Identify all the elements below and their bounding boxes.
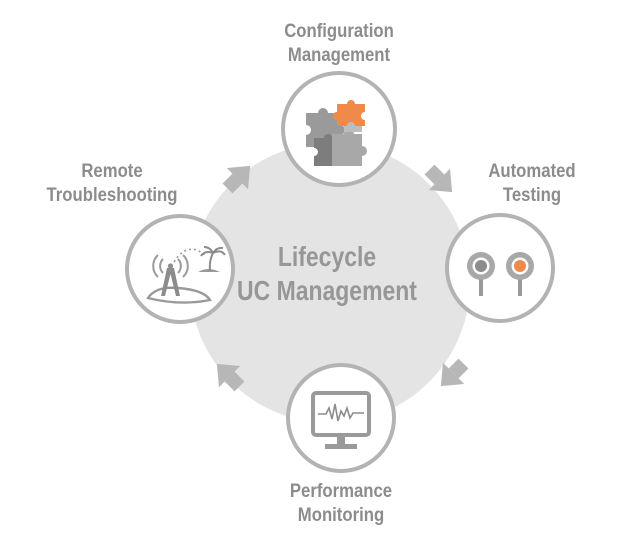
label-testing-line1: Automated: [488, 161, 576, 182]
center-title-line2: UC Management: [237, 275, 417, 306]
lifecycle-center-circle: [190, 143, 470, 423]
label-monitoring-line2: Monitoring: [297, 505, 385, 526]
label-configuration-line1: Configuration: [284, 21, 394, 42]
node-testing: [445, 213, 555, 323]
label-testing: Automated Testing: [470, 160, 593, 208]
arrow-remote-to-config-icon: [222, 165, 251, 194]
label-monitoring-line1: Performance: [289, 481, 393, 502]
center-title-line1: Lifecycle: [277, 241, 377, 272]
node-monitoring: [286, 363, 396, 473]
puzzle-icon: [306, 100, 367, 166]
node-configuration: [281, 71, 397, 187]
label-monitoring: Performance Monitoring: [253, 480, 429, 528]
label-remote-line1: Remote: [81, 161, 143, 182]
monitor-waveform-icon: [311, 391, 371, 449]
node-remote: [125, 214, 235, 324]
radio-tower-island-icon: [146, 246, 226, 304]
probe-pair-icon: [467, 252, 534, 296]
label-configuration-line2: Management: [287, 45, 391, 66]
label-configuration: Configuration Management: [251, 20, 427, 68]
label-testing-line2: Testing: [502, 185, 562, 206]
center-title: Lifecycle UC Management: [237, 240, 417, 308]
label-remote: Remote Troubleshooting: [33, 160, 191, 208]
label-remote-line2: Troubleshooting: [46, 185, 178, 206]
